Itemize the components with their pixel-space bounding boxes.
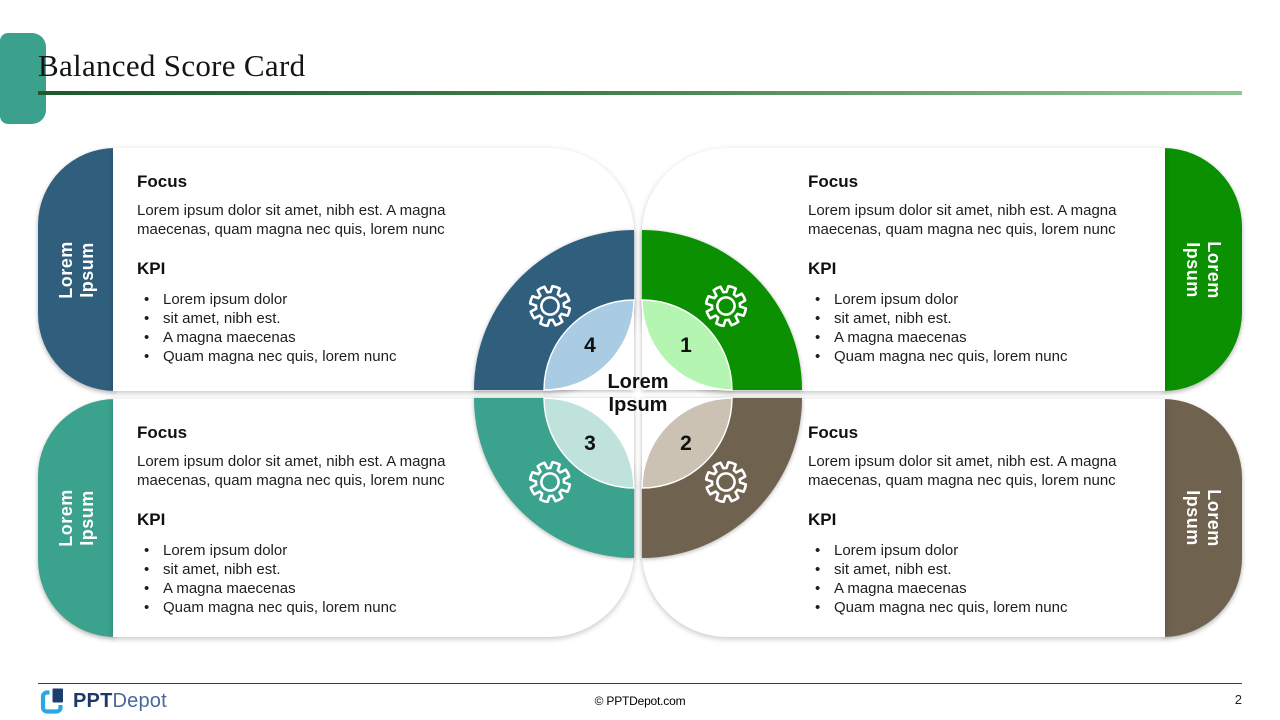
focus-body: Lorem ipsum dolor sit amet, nibh est. A … — [808, 453, 1117, 489]
step-number: 3 — [584, 432, 596, 455]
focus-heading: Focus — [137, 172, 188, 191]
quadrant-tab-bottom-right: Lorem Ipsum — [1163, 399, 1242, 637]
focus-heading: Focus — [808, 172, 859, 191]
kpi-item: Quam magna nec quis, lorem nunc — [808, 598, 1141, 617]
corner-accent-bar — [0, 33, 46, 124]
lens-shape — [543, 397, 635, 489]
pptdepot-logo-text: PPTDepot — [73, 690, 167, 713]
kpi-item: A magna maecenas — [808, 328, 1141, 347]
wheel-sector-top-left: 4 — [474, 230, 635, 391]
focus-body: Lorem ipsum dolor sit amet, nibh est. A … — [137, 202, 446, 238]
wheel-sector-bottom-left: 3 — [474, 397, 635, 558]
kpi-list: Lorem ipsum dolor sit amet, nibh est. A … — [137, 541, 484, 617]
tab-label: Lorem Ipsum — [1182, 240, 1224, 299]
kpi-item: Quam magna nec quis, lorem nunc — [808, 347, 1141, 366]
quadrant-tab-bottom-left: Lorem Ipsum — [38, 399, 115, 637]
page-number: 2 — [1234, 692, 1242, 707]
kpi-item: Lorem ipsum dolor — [808, 290, 1141, 309]
kpi-list: Lorem ipsum dolor sit amet, nibh est. A … — [808, 290, 1141, 366]
step-number: 1 — [680, 334, 692, 357]
focus-heading: Focus — [808, 423, 859, 442]
tab-label: Lorem Ipsum — [55, 240, 97, 299]
kpi-item: Quam magna nec quis, lorem nunc — [137, 347, 484, 366]
wheel-sector-top-right: 1 — [641, 230, 802, 391]
pptdepot-logo-icon — [40, 688, 63, 714]
kpi-item: A magna maecenas — [808, 579, 1141, 598]
kpi-item: Lorem ipsum dolor — [137, 541, 484, 560]
tab-label: Lorem Ipsum — [1182, 489, 1224, 547]
kpi-item: sit amet, nibh est. — [808, 560, 1141, 579]
kpi-list: Lorem ipsum dolor sit amet, nibh est. A … — [808, 541, 1141, 617]
title-underline — [38, 91, 1242, 95]
wheel-center-label-line1: Lorem — [607, 371, 668, 393]
kpi-heading: KPI — [137, 510, 166, 529]
lens-shape — [543, 299, 635, 391]
wheel-sector-bottom-right: 2 — [641, 397, 802, 558]
focus-heading: Focus — [137, 423, 188, 442]
kpi-item: Lorem ipsum dolor — [137, 290, 484, 309]
pptdepot-logo: PPTDepot — [40, 688, 167, 714]
lens-shape — [641, 397, 733, 489]
kpi-heading: KPI — [137, 259, 166, 278]
kpi-item: sit amet, nibh est. — [137, 560, 484, 579]
page-title: Balanced Score Card — [38, 48, 306, 83]
lens-shape — [641, 299, 733, 391]
kpi-item: A magna maecenas — [137, 328, 484, 347]
logo-text-light: Depot — [112, 689, 167, 712]
kpi-item: Lorem ipsum dolor — [808, 541, 1141, 560]
kpi-list: Lorem ipsum dolor sit amet, nibh est. A … — [137, 290, 484, 366]
kpi-heading: KPI — [808, 259, 837, 278]
kpi-item: sit amet, nibh est. — [137, 309, 484, 328]
kpi-heading: KPI — [808, 510, 837, 529]
wheel-center-label-line2: Ipsum — [609, 394, 668, 416]
quadrant-tab-top-left: Lorem Ipsum — [38, 148, 115, 391]
step-number: 4 — [584, 334, 596, 357]
kpi-item: A magna maecenas — [137, 579, 484, 598]
logo-text-bold: PPT — [73, 689, 113, 712]
tab-label: Lorem Ipsum — [55, 489, 97, 547]
footer-divider — [38, 683, 1242, 684]
focus-body: Lorem ipsum dolor sit amet, nibh est. A … — [808, 202, 1117, 238]
kpi-item: sit amet, nibh est. — [808, 309, 1141, 328]
kpi-item: Quam magna nec quis, lorem nunc — [137, 598, 484, 617]
step-number: 2 — [680, 432, 692, 455]
copyright-text: © PPTDepot.com — [594, 694, 686, 708]
focus-body: Lorem ipsum dolor sit amet, nibh est. A … — [137, 453, 446, 489]
quadrant-tab-top-right: Lorem Ipsum — [1163, 148, 1242, 391]
center-wheel-diagram: 4 1 3 2 Lorem Ipsum — [474, 230, 802, 558]
